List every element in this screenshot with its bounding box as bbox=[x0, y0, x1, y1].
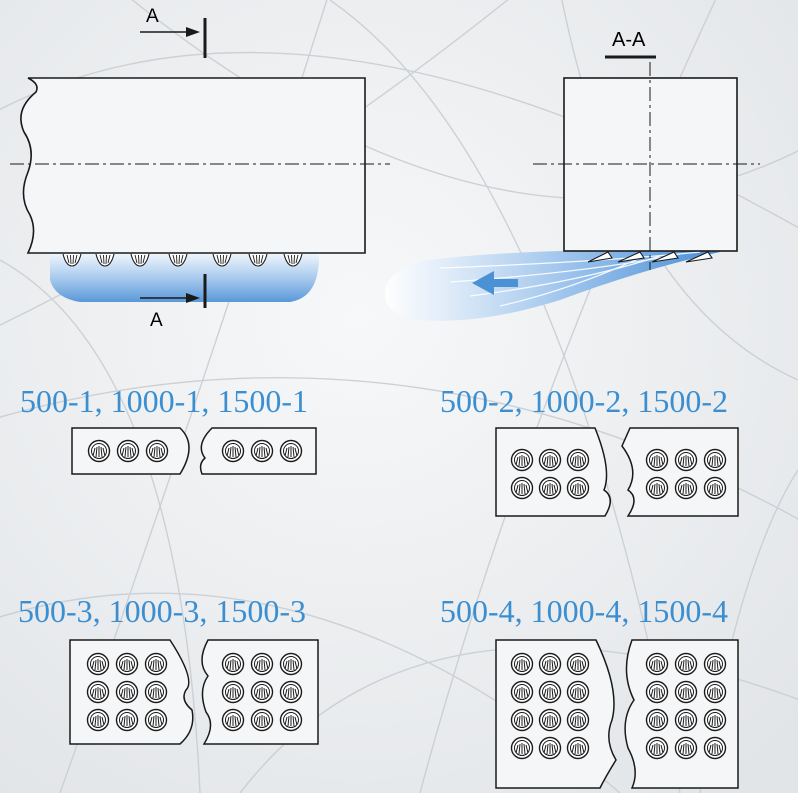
model-label-2: 500-2, 1000-2, 1500-2 bbox=[440, 383, 728, 419]
model-label-4: 500-4, 1000-4, 1500-4 bbox=[440, 593, 728, 629]
section-marker-top: A bbox=[146, 6, 159, 27]
model-3-diagram bbox=[69, 639, 319, 745]
model-2-diagram bbox=[495, 427, 739, 517]
model-1-diagram bbox=[71, 427, 317, 475]
model-label-3: 500-3, 1000-3, 1500-3 bbox=[18, 593, 306, 629]
section-view: A-A bbox=[385, 29, 760, 321]
side-view: A A bbox=[10, 6, 390, 331]
flow-arrow-icon bbox=[472, 271, 518, 295]
section-marker-bottom: A bbox=[150, 310, 163, 331]
section-view-title: A-A bbox=[612, 29, 646, 51]
model-label-1: 500-1, 1000-1, 1500-1 bbox=[20, 383, 308, 419]
model-4-diagram bbox=[495, 639, 739, 789]
casting-body bbox=[20, 77, 366, 254]
